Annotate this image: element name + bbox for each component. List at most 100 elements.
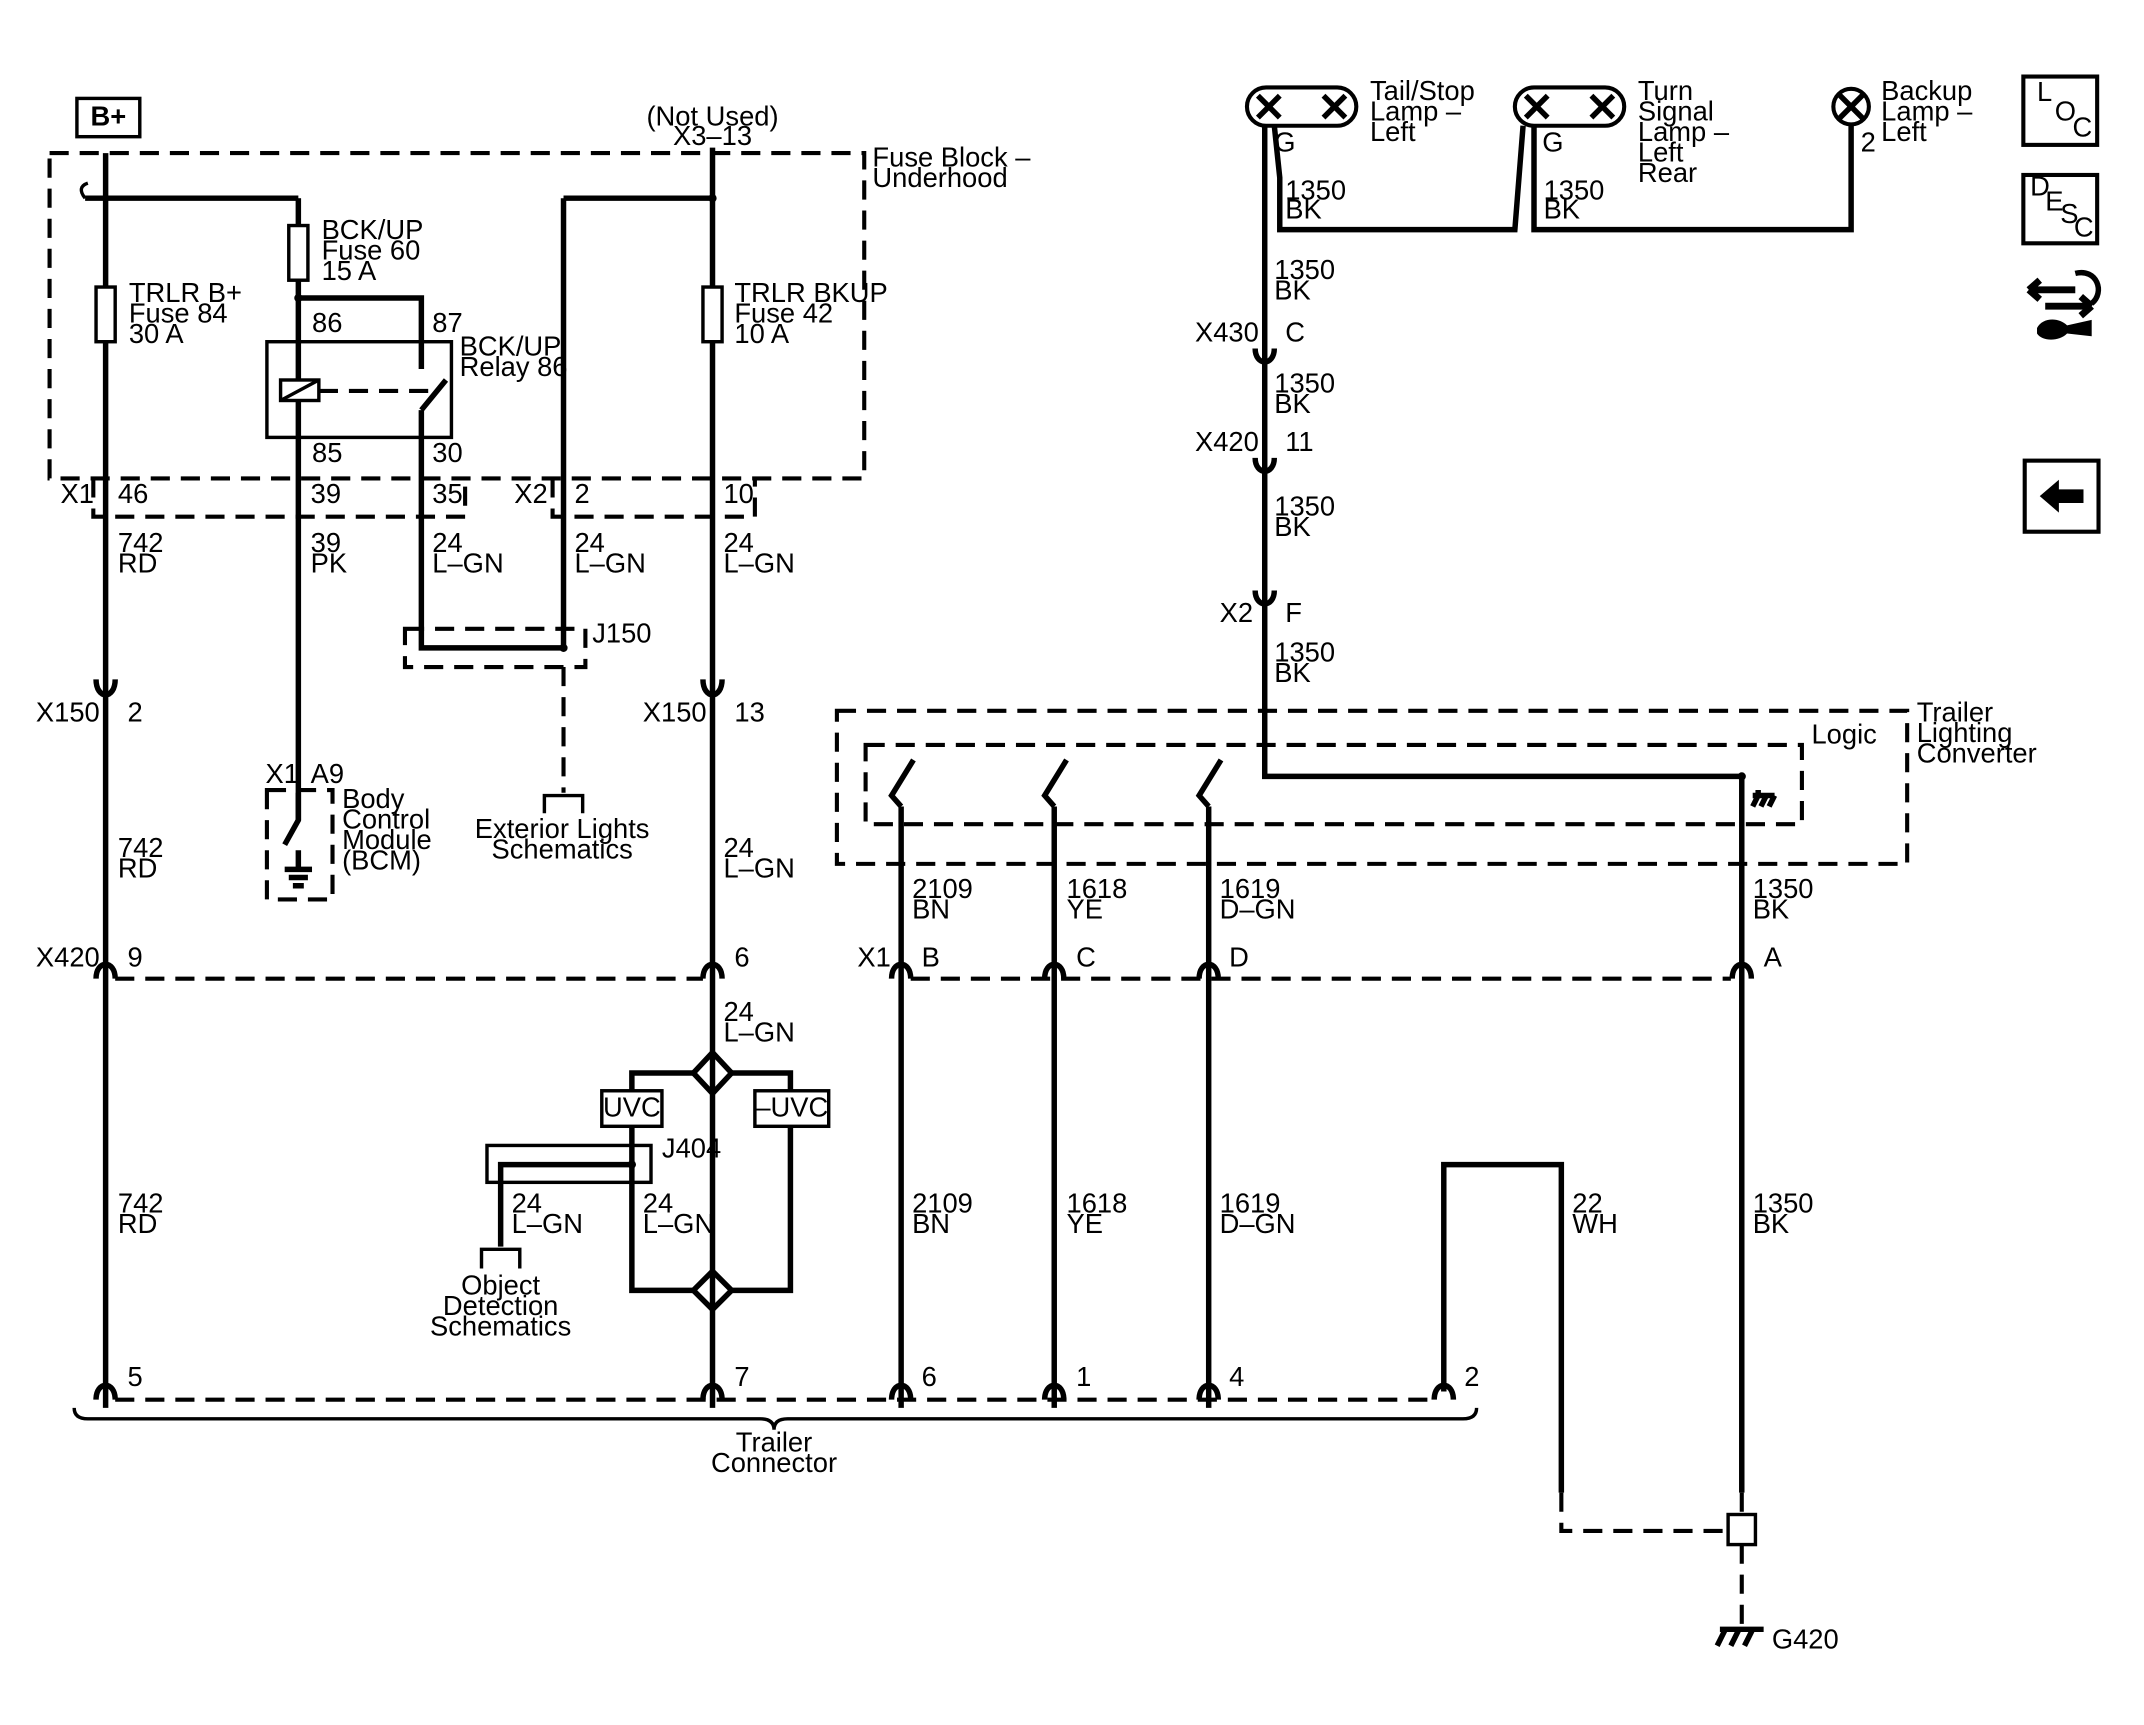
tail-stop-lamp-name-3: Left bbox=[1370, 116, 1416, 147]
x420-label-upper: X420 bbox=[1195, 426, 1259, 457]
converter-x1-pin-d-symbol bbox=[1196, 961, 1221, 979]
wire-1350-color-c: BK bbox=[1274, 274, 1310, 305]
trailer-pin-4-symbol bbox=[1196, 1382, 1221, 1400]
converter-x1-pin-c-symbol bbox=[1041, 961, 1067, 979]
wire-742-color-1: RD bbox=[118, 548, 157, 579]
turn-signal-lamp-name-4: Left bbox=[1638, 136, 1684, 167]
bcm-box bbox=[264, 788, 335, 902]
wire-24-color-main: L–GN bbox=[723, 548, 794, 579]
wire-24-num-j404: 24 bbox=[512, 1187, 542, 1218]
wire-1350-num-c: 1350 bbox=[1274, 254, 1335, 285]
tail-stop-lamp bbox=[1244, 85, 1359, 128]
x150-label-left: X150 bbox=[36, 697, 100, 728]
relay-coil-diagonal bbox=[279, 378, 320, 403]
x150-label-right: X150 bbox=[643, 697, 707, 728]
wire-24-color-j404: L–GN bbox=[512, 1208, 583, 1239]
wire-1619-color-1: D–GN bbox=[1220, 894, 1296, 925]
description-letter-e: E bbox=[2045, 185, 2063, 216]
bcm-x1-label: X1 bbox=[266, 758, 299, 789]
wire-24-color-2: L–GN bbox=[723, 853, 794, 884]
backup-lamp bbox=[1831, 86, 1871, 127]
turn-signal-lamp-name-2: Signal bbox=[1638, 95, 1714, 126]
trailer-pin-7: 7 bbox=[734, 1361, 749, 1392]
wire-2109-color-1: BN bbox=[912, 894, 950, 925]
wire-1618-color-1: YE bbox=[1067, 894, 1103, 925]
bcm-ground-icon bbox=[284, 850, 313, 889]
j404-splice-pack bbox=[485, 1143, 653, 1185]
j150-splice-dot bbox=[559, 643, 568, 653]
converter-title-1: Trailer bbox=[1917, 697, 1993, 728]
wire-24-num-relay: 24 bbox=[432, 527, 462, 558]
description-view-button[interactable]: D E S C bbox=[2021, 170, 2100, 246]
x2-pin-10: 10 bbox=[723, 478, 753, 509]
wire-1618-num-2: 1618 bbox=[1067, 1187, 1128, 1218]
x2-label: X2 bbox=[1220, 597, 1253, 628]
wire-1350-bk-main bbox=[1261, 125, 1745, 1493]
bcm-name-4: (BCM) bbox=[342, 844, 421, 875]
wire-24-num-2: 24 bbox=[723, 832, 753, 863]
wire-22-ground-link bbox=[1559, 1492, 1726, 1533]
turn-signal-lamp-name-1: Turn bbox=[1638, 75, 1693, 106]
not-used-label: (Not Used) bbox=[646, 101, 778, 132]
fuse-60 bbox=[287, 223, 310, 282]
x420-pin-11: 11 bbox=[1285, 426, 1313, 457]
uvc-branches-top bbox=[629, 1070, 794, 1091]
wire-1350-num-a: 1350 bbox=[1285, 175, 1346, 206]
back-button[interactable] bbox=[2022, 458, 2101, 534]
wire-1618-num-1: 1618 bbox=[1067, 873, 1128, 904]
wire-1350-color-f: BK bbox=[1274, 657, 1310, 688]
trailer-pin-6-symbol bbox=[888, 1382, 914, 1400]
relay-splice-dot bbox=[294, 293, 303, 303]
turn-signal-lamp-name-3: Lamp – bbox=[1638, 116, 1730, 147]
trailer-pin-2: 2 bbox=[1464, 1361, 1479, 1392]
bcm-name-1: Body bbox=[342, 783, 405, 814]
wire-1350-color-e: BK bbox=[1274, 511, 1310, 542]
fuse-42-rating: 10 A bbox=[734, 318, 789, 349]
uvc-label: UVC bbox=[603, 1092, 661, 1123]
converter-x1-pin-c: C bbox=[1076, 941, 1096, 972]
turn-signal-pin-g: G bbox=[1542, 127, 1563, 158]
wire-1619-color-2: D–GN bbox=[1220, 1208, 1296, 1239]
wire-2109-num-2: 2109 bbox=[912, 1187, 973, 1218]
fuse-block-x1-connector bbox=[91, 478, 468, 519]
fuse-block-title-2: Underhood bbox=[872, 162, 1007, 193]
trailer-connector-brace bbox=[72, 1407, 1479, 1430]
switch-b-output bbox=[888, 758, 916, 1408]
location-view-button[interactable]: L O C bbox=[2021, 74, 2100, 147]
wire-39-color: PK bbox=[311, 548, 347, 579]
wire-1350-bk-tail-to-turn bbox=[1271, 125, 1526, 233]
wire-1619-num-1: 1619 bbox=[1220, 873, 1281, 904]
location-letter-o: O bbox=[2055, 95, 2076, 126]
converter-x1-pin-a-symbol bbox=[1729, 961, 1755, 979]
trailer-lighting-converter-box bbox=[834, 708, 1910, 866]
converter-x1-pin-b-symbol bbox=[888, 961, 914, 979]
converter-x1-pin-a: A bbox=[1764, 941, 1783, 972]
x1-pin-35: 35 bbox=[432, 478, 462, 509]
trailer-pin-1-symbol bbox=[1041, 1382, 1067, 1400]
connector-tools-icon[interactable] bbox=[2026, 269, 2102, 340]
relay-pin-87: 87 bbox=[432, 307, 462, 338]
fuse-42 bbox=[701, 285, 724, 344]
x1-pin-39: 39 bbox=[311, 478, 341, 509]
ground-label: G420 bbox=[1772, 1623, 1839, 1654]
relay-pin-30: 30 bbox=[432, 437, 462, 468]
location-letter-l: L bbox=[2037, 76, 2052, 107]
relay-number: Relay 86 bbox=[460, 351, 568, 382]
not-used-pin: X3–13 bbox=[673, 120, 752, 151]
wire-24-num-3: 24 bbox=[723, 996, 753, 1027]
wire-1350-num-h: 1350 bbox=[1753, 1187, 1814, 1218]
description-letter-c: C bbox=[2074, 211, 2094, 242]
wire-1350-color-h: BK bbox=[1753, 1208, 1789, 1239]
x2-pin-f-symbol bbox=[1252, 590, 1278, 607]
relay-87-feed bbox=[298, 295, 425, 342]
x430-pin-c-symbol bbox=[1252, 348, 1278, 365]
fuse-42-name: TRLR BKUP bbox=[734, 277, 887, 308]
backup-lamp-name-1: Backup bbox=[1881, 75, 1972, 106]
lower-diamond-splice bbox=[689, 1267, 736, 1314]
converter-x1-pin-b: B bbox=[922, 941, 940, 972]
wire-24-num-main: 24 bbox=[723, 527, 753, 558]
wire-1350-color-d: BK bbox=[1274, 388, 1310, 419]
wire-1350-num-f: 1350 bbox=[1274, 637, 1335, 668]
fuse-block-title-1: Fuse Block – bbox=[872, 142, 1031, 173]
trailer-connector-label-1: Trailer bbox=[736, 1427, 812, 1458]
